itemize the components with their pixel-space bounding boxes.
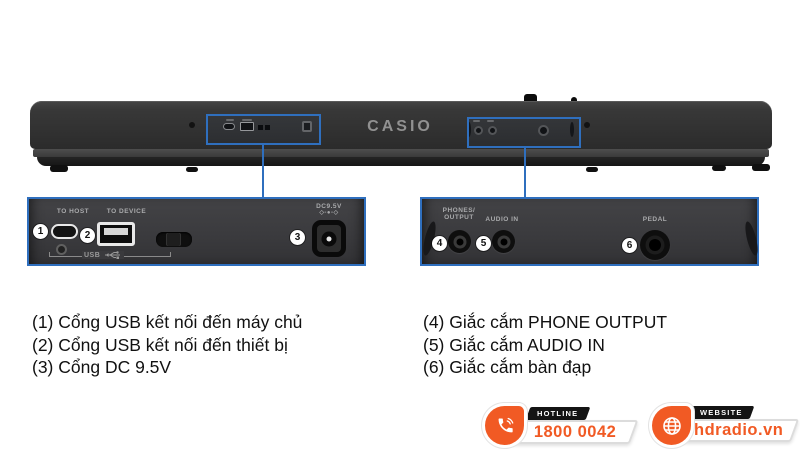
mini-port-label <box>487 120 494 122</box>
dc-jack <box>312 220 346 257</box>
usb-caption-text: USB <box>84 251 101 259</box>
detail-panel-left: TO HOST 1 USB TO DEVICE 2 DC9.5V ◇-●-◇ 3 <box>27 197 366 266</box>
mini-port-label <box>242 119 252 121</box>
legend-item: (5) Giắc cắm AUDIO IN <box>423 334 605 355</box>
website-label-banner: WEBSITE <box>687 406 755 419</box>
slider-switch <box>156 232 192 247</box>
globe-icon <box>662 416 681 435</box>
callout-6: 6 <box>622 238 637 253</box>
pedal-jack-mini <box>538 125 549 136</box>
usb-trident-icon <box>105 251 121 259</box>
small-knob <box>571 97 577 102</box>
micro-usb-port-mini <box>223 123 235 130</box>
brand-logo: CASIO <box>367 118 433 135</box>
screw-slot-mini <box>467 122 471 137</box>
callout-line-left <box>262 145 264 197</box>
switch-mini <box>265 125 270 130</box>
legend-item: (3) Cổng DC 9.5V <box>32 357 172 377</box>
legend-item: (1) Cổng USB kết nối đến máy chủ <box>32 312 303 332</box>
edge-screw-right <box>742 220 761 257</box>
keyboard-foot <box>752 164 770 171</box>
website-label: WEBSITE <box>699 408 743 417</box>
highlight-rect-left <box>206 114 321 145</box>
detail-panel-right: PHONES/ OUTPUT 4 AUDIO IN 5 PEDAL 6 <box>420 197 761 266</box>
keyboard-foot <box>50 165 68 172</box>
dc-polarity-symbol: ◇-●-◇ <box>319 210 339 216</box>
audio-in-jack-mini <box>488 126 497 135</box>
phones-output-jack <box>448 230 471 253</box>
legend-item: (4) Giắc cắm PHONE OUTPUT <box>423 312 668 332</box>
usb-caption: USB <box>82 251 125 259</box>
keyboard-body <box>30 101 772 149</box>
legend-item: (2) Cổng USB kết nối đến thiết bị <box>32 334 288 355</box>
keyboard-foot <box>586 167 598 172</box>
jack-hole <box>500 238 507 245</box>
dc-label: DC9.5V <box>316 203 342 210</box>
phones-label-line1: PHONES/ <box>442 207 476 214</box>
dc-port-mini <box>302 121 312 132</box>
switch-mini <box>258 125 263 130</box>
callout-1: 1 <box>33 224 48 239</box>
pedal-label: PEDAL <box>642 216 668 223</box>
music-stand-knob <box>524 94 537 102</box>
phones-output-label: PHONES/ OUTPUT <box>430 207 488 221</box>
callout-4: 4 <box>432 236 447 251</box>
legend-right: (4) Giắc cắm PHONE OUTPUT (5) Giắc cắm A… <box>423 311 667 379</box>
keyboard-foot <box>712 165 726 171</box>
to-host-label: TO HOST <box>56 208 90 215</box>
jack-hole <box>456 238 463 245</box>
usb-a-port-mini <box>240 122 254 131</box>
keyboard-base <box>37 157 765 166</box>
legend-left: (1) Cổng USB kết nối đến máy chủ (2) Cổn… <box>32 311 302 379</box>
jack-hole <box>649 239 661 251</box>
callout-2: 2 <box>80 228 95 243</box>
callout-5: 5 <box>476 236 491 251</box>
panel-screw <box>56 244 67 255</box>
to-device-label: TO DEVICE <box>106 208 147 215</box>
phone-icon <box>498 417 513 432</box>
audio-in-label: AUDIO IN <box>485 216 519 223</box>
keyboard-foot <box>186 167 198 172</box>
website-icon-circle <box>652 406 691 445</box>
hotline-badge[interactable]: HOTLINE 1800 0042 <box>478 402 642 448</box>
screw-slot-mini <box>570 122 574 137</box>
callout-line-right <box>524 148 526 197</box>
micro-usb-port <box>51 224 78 239</box>
hotline-icon-circle <box>485 406 524 445</box>
usb-a-port <box>97 222 135 246</box>
screw-hole <box>189 122 195 128</box>
hotline-value-banner[interactable]: 1800 0042 <box>511 420 639 444</box>
legend-item: (6) Giắc cắm bàn đạp <box>423 357 592 377</box>
mini-port-label <box>473 120 480 122</box>
callout-3: 3 <box>290 230 305 245</box>
screw-hole <box>584 122 590 128</box>
hotline-label-banner: HOTLINE <box>525 407 591 420</box>
slider-switch-knob <box>166 233 181 246</box>
keyboard-front-lip <box>33 149 769 157</box>
website-value-banner[interactable]: hdradio.vn <box>678 419 800 442</box>
highlight-rect-right <box>467 117 581 148</box>
hotline-label: HOTLINE <box>537 409 579 418</box>
website-badge[interactable]: WEBSITE hdradio.vn <box>646 402 800 448</box>
website-url[interactable]: hdradio.vn <box>694 421 784 439</box>
dc-jack-pin <box>326 236 332 241</box>
hotline-number[interactable]: 1800 0042 <box>533 422 617 441</box>
audio-in-jack <box>492 230 515 253</box>
mini-port-label <box>226 119 234 121</box>
phones-jack-mini <box>474 126 483 135</box>
pedal-jack <box>640 230 670 260</box>
usb-a-tab <box>104 228 128 235</box>
phones-label-line2: OUTPUT <box>444 214 474 221</box>
